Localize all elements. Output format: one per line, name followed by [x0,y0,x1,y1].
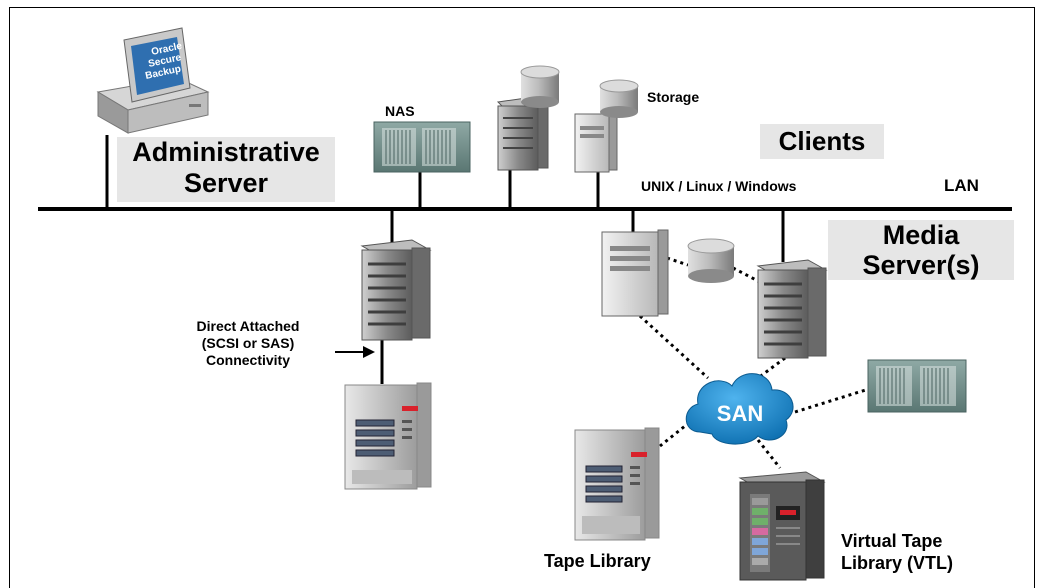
direct-attached-label-line1: Direct Attached [196,318,300,334]
tape-library-icon [574,427,660,541]
vtl-label: Virtual Tape Library (VTL) [841,530,953,574]
media-servers-label-line1: Media [882,220,960,250]
vtl-label-line1: Virtual Tape [841,531,943,551]
vtl-label-line2: Library (VTL) [841,553,954,573]
media-server-icon [756,259,828,359]
tape-library-label: Tape Library [544,551,651,571]
clients-label: Clients [760,124,884,159]
lan-connectors [105,135,785,384]
virtual-tape-library-icon [738,471,826,581]
direct-attached-arrow-icon [335,346,375,358]
client-server-icon [574,111,618,173]
admin-workstation-icon: Oracle Secure Backup [96,27,210,134]
diagram-frame [9,7,1035,588]
client-platforms-label: UNIX / Linux / Windows [641,178,797,194]
direct-attached-label: Direct Attached (SCSI or SAS) Connectivi… [178,318,318,369]
storage-disk-icon [599,79,639,118]
tape-library-icon [344,382,432,490]
san-cloud-icon: SAN [685,373,794,445]
media-servers-label: Media Server(s) [828,220,1014,280]
media-servers-label-line2: Server(s) [862,250,980,280]
admin-server-label: Administrative Server [117,137,335,202]
direct-attached-label-line2: (SCSI or SAS) [201,335,295,351]
nas-label: NAS [385,103,415,119]
storage-disk-icon [520,65,560,108]
nas-appliance-icon [867,359,967,413]
nas-appliance-icon [373,121,471,173]
admin-server-label-line1: Administrative [132,137,320,167]
media-server-icon [360,239,432,341]
lan-label: LAN [944,176,979,195]
storage-disk-icon [687,238,735,283]
direct-attached-label-line3: Connectivity [205,352,290,368]
admin-server-label-line2: Server [183,168,269,198]
media-server-icon [601,229,669,317]
storage-label: Storage [647,89,700,105]
san-label: SAN [717,401,763,426]
